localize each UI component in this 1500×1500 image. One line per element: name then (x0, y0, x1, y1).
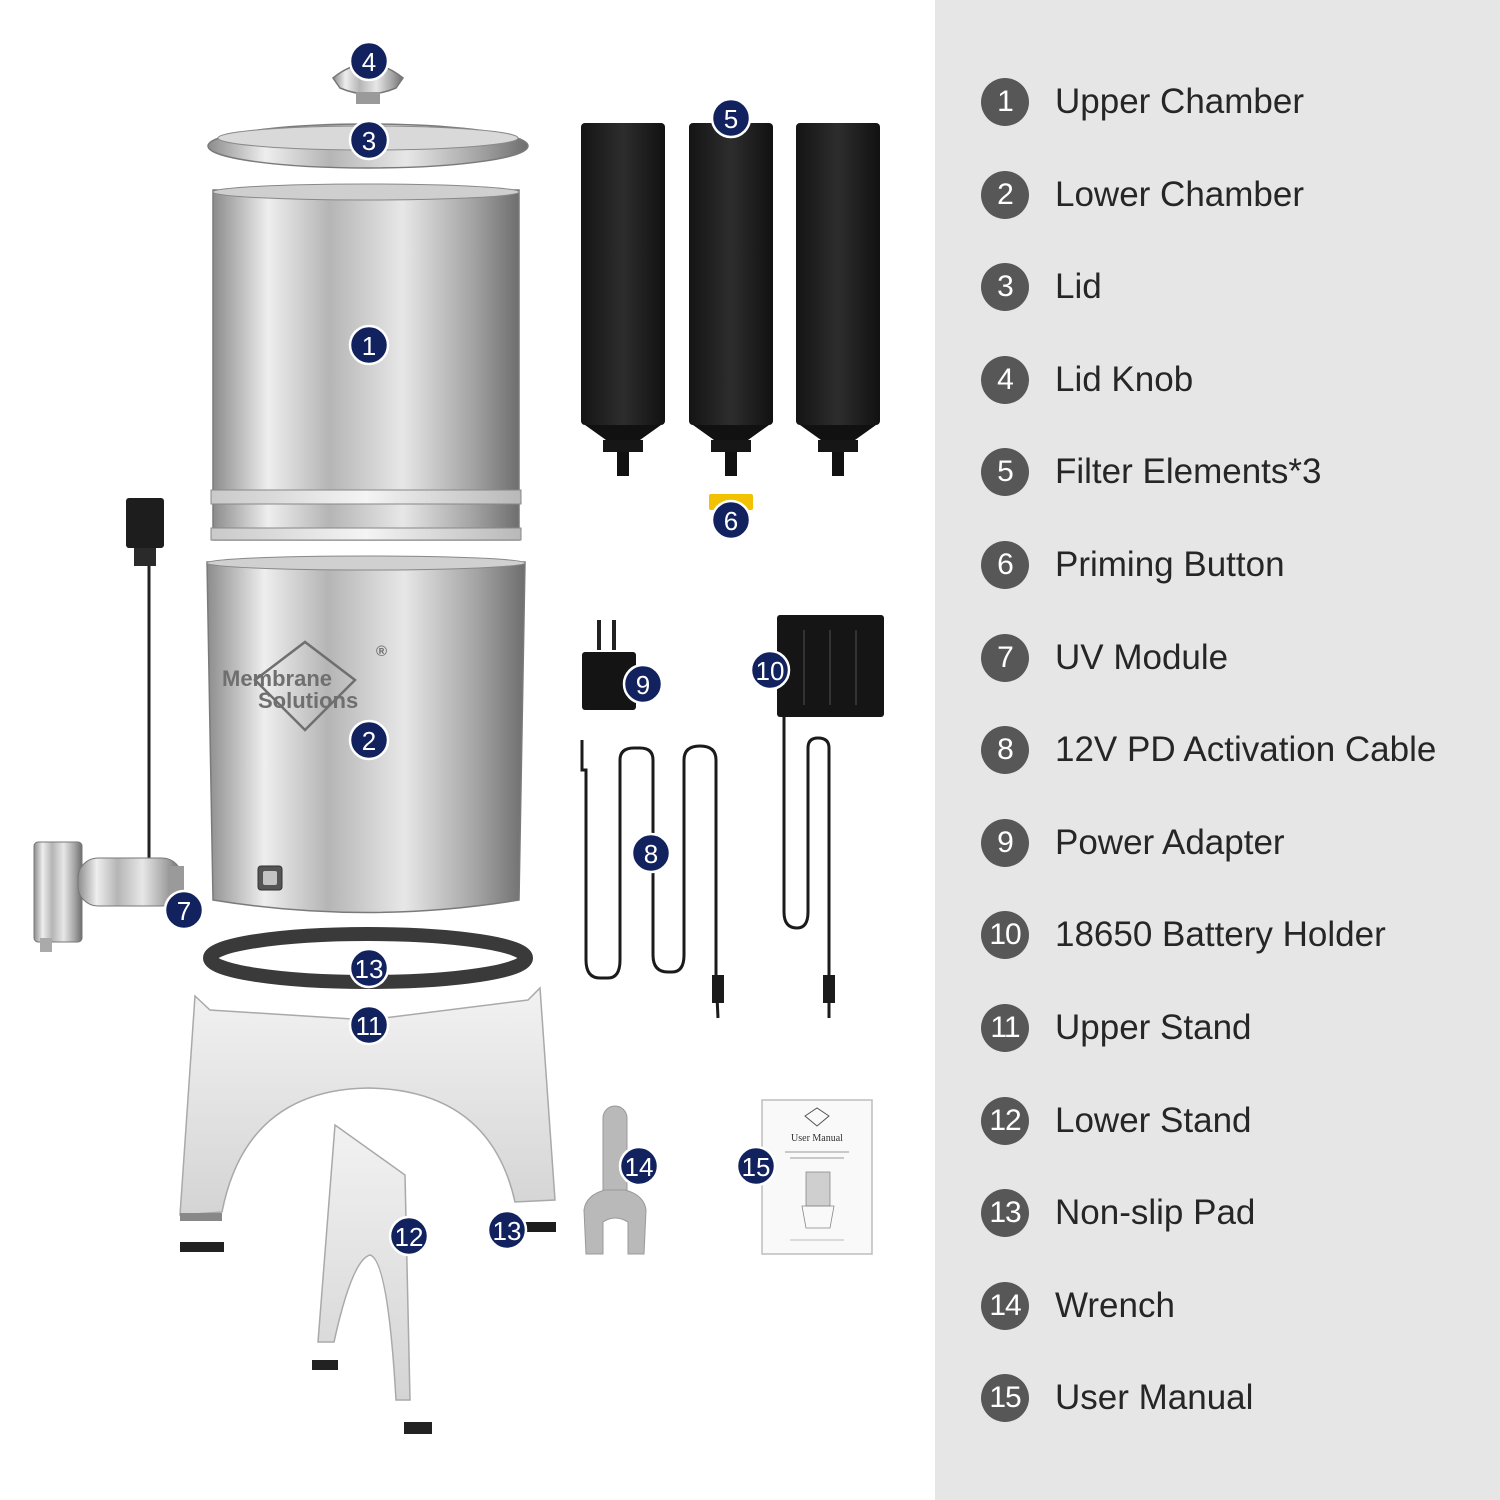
upper-stand (179, 986, 556, 1252)
callout-marker: 1 (348, 324, 390, 366)
power-adapter (582, 620, 636, 710)
uv-module (33, 498, 184, 952)
callout-marker: 12 (388, 1215, 430, 1257)
parts-list-item: 13 Non-slip Pad (981, 1183, 1255, 1243)
callout-number: 15 (742, 1152, 771, 1182)
callout-number: 12 (395, 1222, 424, 1252)
part-label: User Manual (1055, 1378, 1254, 1418)
part-number-badge: 15 (981, 1374, 1029, 1423)
brand-registered-mark: ® (376, 643, 387, 660)
callout-number: 7 (177, 896, 191, 926)
callout-marker: 2 (348, 719, 390, 761)
callout-marker: 4 (348, 40, 390, 82)
callout-number: 3 (362, 126, 376, 156)
activation-cable (580, 740, 724, 1019)
callout-marker: 13 (486, 1209, 528, 1251)
part-label: UV Module (1055, 637, 1229, 677)
callout-marker: 14 (618, 1145, 660, 1187)
part-number-badge: 6 (981, 541, 1029, 589)
exploded-product-diagram: Membrane Solutions ® (33, 40, 884, 1434)
callout-marker: 13 (348, 947, 390, 989)
callout-marker: 5 (710, 97, 752, 139)
parts-list-item: 15 User Manual (981, 1368, 1253, 1428)
callout-number: 13 (355, 954, 384, 984)
part-label: Power Adapter (1055, 822, 1285, 862)
callout-number: 10 (756, 656, 785, 686)
part-number-badge: 5 (981, 448, 1029, 497)
part-label: Lid (1055, 267, 1102, 307)
parts-list-item: 4 Lid Knob (981, 350, 1193, 410)
callout-marker: 3 (348, 119, 390, 161)
parts-list-item: 10 18650 Battery Holder (981, 905, 1386, 965)
parts-list-item: 2 Lower Chamber (981, 165, 1304, 225)
filter-element (581, 123, 665, 476)
parts-list-item: 8 12V PD Activation Cable (981, 720, 1436, 780)
part-number-badge: 11 (981, 1004, 1029, 1052)
callout-marker: 6 (710, 499, 752, 541)
filter-element (689, 123, 773, 476)
non-slip-pad-single (520, 1222, 556, 1232)
part-number-badge: 13 (981, 1189, 1029, 1238)
callout-marker: 9 (622, 663, 664, 705)
callout-number: 6 (724, 506, 738, 536)
parts-list-item: 12 Lower Stand (981, 1091, 1252, 1151)
part-number-badge: 8 (981, 726, 1029, 775)
brand-line-2: Solutions (258, 688, 358, 713)
parts-list-item: 5 Filter Elements*3 (981, 442, 1321, 502)
part-label: Lower Chamber (1055, 174, 1304, 214)
part-label: Filter Elements*3 (1055, 452, 1322, 492)
callout-number: 4 (362, 47, 376, 77)
part-number-badge: 12 (981, 1096, 1029, 1145)
part-label: Non-slip Pad (1055, 1193, 1256, 1233)
callout-number: 11 (356, 1011, 383, 1041)
battery-holder (777, 615, 884, 1018)
parts-list-item: 14 Wrench (981, 1276, 1175, 1336)
parts-list-item: 3 Lid (981, 257, 1102, 317)
part-label: 12V PD Activation Cable (1055, 730, 1437, 770)
part-number-badge: 3 (981, 263, 1029, 312)
callout-number: 13 (493, 1216, 522, 1246)
callout-number: 1 (362, 331, 376, 361)
part-label: Wrench (1055, 1285, 1175, 1325)
callout-number: 8 (644, 839, 658, 869)
parts-list-item: 11 Upper Stand (981, 998, 1252, 1058)
parts-list-panel: 1 Upper Chamber 2 Lower Chamber 3 Lid 4 Lid Kno… (935, 0, 1500, 1500)
part-number-badge: 2 (981, 170, 1029, 219)
callout-number: 2 (362, 726, 376, 756)
wrench (583, 1105, 647, 1255)
brand-logo: Membrane Solutions ® (222, 640, 387, 732)
filter-element (796, 123, 880, 476)
part-label: Lower Stand (1055, 1100, 1252, 1140)
callout-number: 5 (724, 104, 738, 134)
parts-list-item: 9 Power Adapter (981, 813, 1285, 873)
filter-elements (581, 123, 880, 476)
callout-marker: 10 (749, 649, 791, 691)
part-number-badge: 9 (981, 818, 1029, 867)
parts-list-item: 1 Upper Chamber (981, 72, 1304, 132)
parts-list-item: 6 Priming Button (981, 535, 1285, 595)
lower-stand (312, 1123, 432, 1434)
part-label: Priming Button (1055, 545, 1285, 584)
callout-marker: 11 (348, 1004, 390, 1046)
parts-list-item: 7 UV Module (981, 628, 1228, 688)
part-number-badge: 14 (981, 1281, 1029, 1330)
part-number-badge: 7 (981, 633, 1029, 682)
part-number-badge: 10 (981, 911, 1029, 960)
part-label: Upper Stand (1055, 1008, 1252, 1047)
callout-marker: 15 (735, 1145, 777, 1187)
part-label: Upper Chamber (1055, 82, 1304, 121)
callout-number: 14 (625, 1152, 654, 1182)
part-number-badge: 4 (981, 355, 1029, 404)
part-number-badge: 1 (981, 78, 1029, 126)
part-label: Lid Knob (1055, 359, 1194, 399)
user-manual: User Manual (761, 1099, 873, 1255)
part-label: 18650 Battery Holder (1055, 915, 1386, 955)
callout-number: 9 (636, 670, 650, 700)
manual-title: User Manual (791, 1133, 843, 1144)
callout-marker: 8 (630, 832, 672, 874)
callout-marker: 7 (163, 889, 205, 931)
brand-line-1: Membrane (222, 666, 332, 691)
